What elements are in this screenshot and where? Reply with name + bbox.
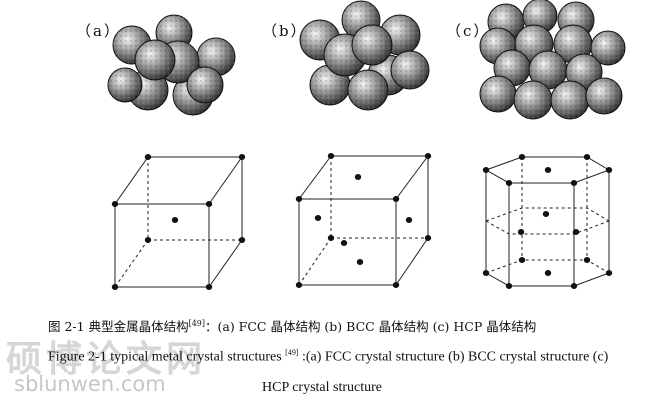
watermark-logo-text: 硕博论文网 bbox=[6, 339, 207, 380]
bcc-atom bbox=[356, 259, 364, 265]
hcp-atom bbox=[505, 180, 513, 186]
watermark-url: sblunwen.com bbox=[14, 372, 166, 396]
bcc-atom bbox=[327, 153, 335, 159]
hcp-sphere-model bbox=[479, 0, 626, 120]
bcc-sphere-model bbox=[299, 0, 430, 111]
bcc-atom bbox=[405, 217, 413, 223]
fcc-unit-cell bbox=[114, 156, 243, 288]
hcp-sphere-texture bbox=[586, 78, 622, 114]
bcc-atom bbox=[354, 174, 362, 180]
fcc-sphere-texture bbox=[197, 38, 235, 76]
bcc-atom bbox=[424, 153, 432, 159]
hcp-atom bbox=[572, 229, 580, 235]
fcc-atom bbox=[111, 284, 119, 290]
bcc-sphere-texture bbox=[391, 51, 429, 89]
hcp-atom bbox=[544, 270, 552, 276]
hcp-atom bbox=[570, 283, 578, 289]
caption-en-text: Figure 2-1 typical metal crystal structu… bbox=[48, 349, 286, 365]
hcp-atom bbox=[518, 154, 526, 160]
hcp-sphere-texture bbox=[591, 31, 625, 65]
caption-cn-text: 图 2-1 典型金属晶体结构 bbox=[48, 319, 189, 334]
bcc-atom bbox=[295, 196, 303, 202]
bcc-atom bbox=[327, 235, 335, 241]
hcp-atom bbox=[517, 229, 525, 235]
bcc-atom bbox=[340, 240, 348, 246]
bcc-atom bbox=[314, 215, 322, 221]
hcp-sphere-texture bbox=[529, 51, 567, 89]
fcc-atom bbox=[238, 237, 246, 243]
caption-english-line2: HCP crystal structure bbox=[262, 380, 383, 395]
fcc-atom bbox=[238, 154, 246, 160]
hcp-atom bbox=[542, 211, 550, 217]
caption-cn-ref: [49] bbox=[188, 318, 205, 328]
bcc-sphere-texture bbox=[352, 25, 392, 65]
hcp-atom bbox=[518, 257, 526, 263]
bcc-sphere-texture bbox=[348, 70, 388, 110]
caption-english: Figure 2-1 typical metal crystal structu… bbox=[48, 348, 608, 366]
hcp-sphere-texture bbox=[566, 54, 602, 90]
hcp-atom bbox=[482, 270, 490, 276]
bcc-atoms bbox=[295, 153, 432, 288]
panel-label-a: （a） bbox=[76, 22, 121, 40]
hcp-atom bbox=[583, 257, 591, 263]
fcc-sphere-texture bbox=[187, 67, 223, 103]
bcc-atom bbox=[392, 196, 400, 202]
fcc-sphere-texture bbox=[108, 68, 142, 102]
hcp-atom bbox=[605, 270, 613, 276]
hcp-atom bbox=[605, 167, 613, 173]
fcc-atoms bbox=[111, 154, 246, 290]
fcc-sphere-model bbox=[107, 14, 236, 116]
hcp-atom bbox=[505, 283, 513, 289]
bcc-unit-cell bbox=[298, 155, 429, 286]
hcp-atom bbox=[482, 167, 490, 173]
hcp-sphere-texture bbox=[551, 81, 589, 119]
fcc-atom bbox=[171, 217, 179, 223]
caption-en-suffix: :(a) FCC crystal structure (b) BCC cryst… bbox=[298, 349, 609, 365]
panel-label-b: （b） bbox=[262, 22, 308, 40]
caption-cn-suffix: ：(a) FCC 晶体结构 (b) BCC 晶体结构 (c) HCP 晶体结构 bbox=[205, 319, 537, 334]
caption-en-ref: [49] bbox=[285, 348, 299, 357]
caption-chinese: 图 2-1 典型金属晶体结构[49]：(a) FCC 晶体结构 (b) BCC … bbox=[48, 316, 536, 335]
fcc-sphere-texture bbox=[135, 40, 175, 80]
fcc-atom bbox=[144, 154, 152, 160]
hcp-atom bbox=[570, 180, 578, 186]
hcp-sphere-texture bbox=[480, 76, 516, 112]
panel-label-c: （c） bbox=[446, 22, 491, 40]
fcc-atom bbox=[205, 284, 213, 290]
fcc-atom bbox=[111, 201, 119, 207]
bcc-atom bbox=[295, 282, 303, 288]
hcp-sphere-texture bbox=[554, 25, 592, 63]
hcp-atoms bbox=[482, 154, 613, 289]
fcc-atom bbox=[144, 237, 152, 243]
bcc-atom bbox=[392, 282, 400, 288]
hcp-atom bbox=[544, 167, 552, 173]
hcp-unit-cell bbox=[484, 156, 611, 287]
hcp-sphere-texture bbox=[514, 81, 552, 119]
hcp-atom bbox=[583, 154, 591, 160]
fcc-atom bbox=[205, 201, 213, 207]
bcc-atom bbox=[424, 235, 432, 241]
